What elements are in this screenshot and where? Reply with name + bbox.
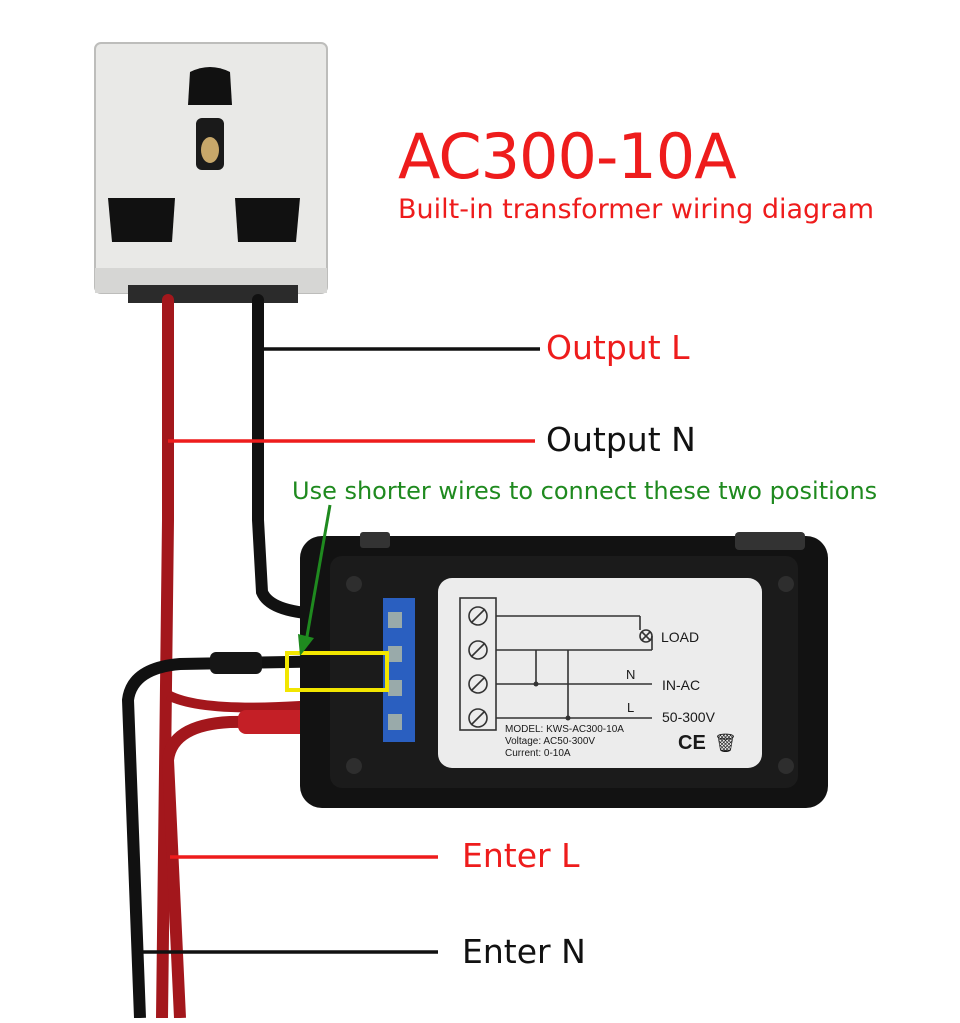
diagram-subtitle: Built-in transformer wiring diagram bbox=[398, 194, 875, 225]
plate-in-ac-label: IN-AC bbox=[662, 677, 701, 693]
label-enter-n: Enter N bbox=[462, 932, 586, 971]
plate-voltage: Voltage: AC50-300V bbox=[505, 736, 596, 747]
label-output-n: Output N bbox=[546, 420, 696, 459]
label-output-l: Output L bbox=[546, 328, 690, 367]
plate-current: Current: 0-10A bbox=[505, 748, 571, 759]
weee-bin-icon: 🗑 bbox=[714, 733, 737, 753]
label-enter-l: Enter L bbox=[462, 836, 580, 875]
ce-mark: CE bbox=[678, 732, 706, 754]
power-socket bbox=[94, 42, 328, 303]
device-label-plate bbox=[438, 578, 762, 768]
green-arrow bbox=[298, 504, 332, 656]
leader-lines bbox=[142, 347, 540, 954]
highlight-box bbox=[285, 651, 389, 692]
label-short-wire-note: Use shorter wires to connect these two p… bbox=[292, 477, 878, 505]
plate-l-label: L bbox=[627, 700, 635, 715]
plate-load-label: LOAD bbox=[661, 629, 700, 645]
meter-body bbox=[300, 532, 828, 808]
diagram-title: AC300-10A bbox=[398, 120, 737, 193]
plate-n-label: N bbox=[626, 667, 636, 682]
plate-range-label: 50-300V bbox=[662, 709, 715, 725]
plate-model: MODEL: KWS-AC300-10A bbox=[505, 724, 624, 735]
